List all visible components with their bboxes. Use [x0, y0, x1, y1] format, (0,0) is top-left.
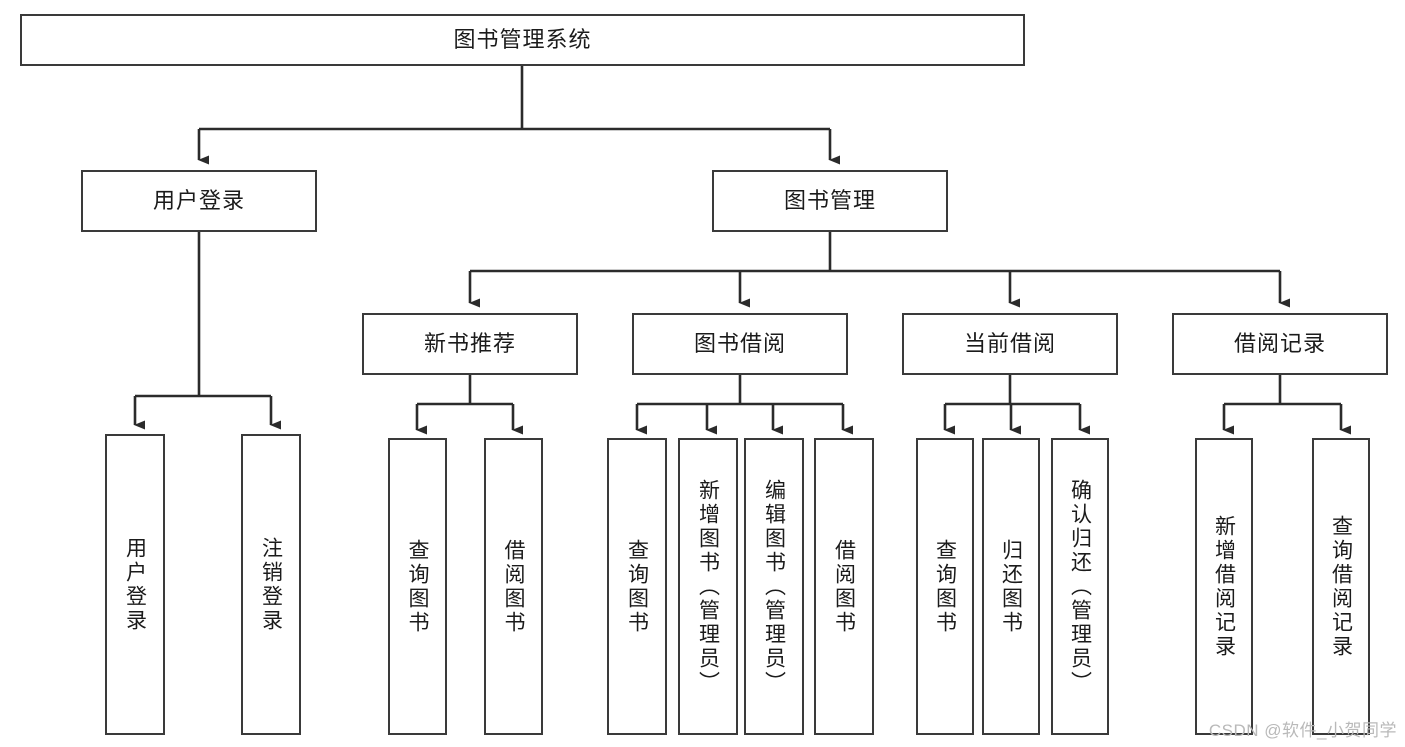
node-leaf-edit-book[interactable]: 编辑图书（管理员） — [744, 438, 804, 735]
node-leaf-confirm-return[interactable]: 确认归还（管理员） — [1051, 438, 1109, 735]
watermark-text: CSDN @软件_小贺同学 — [1208, 721, 1397, 740]
node-borrow-record-label: 借阅记录 — [1233, 330, 1326, 356]
node-leaf-user-logout[interactable]: 注销登录 — [241, 434, 301, 735]
node-root-label: 图书管理系统 — [453, 26, 592, 52]
node-leaf-query-book-2-label: 查询图书 — [625, 538, 649, 635]
node-leaf-borrow-book-1-label: 借阅图书 — [502, 538, 525, 635]
node-leaf-borrow-book-2[interactable]: 借阅图书 — [814, 438, 874, 735]
node-user-login-label: 用户登录 — [152, 187, 245, 213]
node-current-borrow[interactable]: 当前借阅 — [902, 313, 1118, 375]
node-leaf-query-book-3[interactable]: 查询图书 — [916, 438, 974, 735]
node-leaf-return-book-label: 归还图书 — [999, 538, 1023, 635]
node-leaf-query-book-1-label: 查询图书 — [406, 538, 429, 635]
node-leaf-return-book[interactable]: 归还图书 — [982, 438, 1040, 735]
node-book-borrow-label: 图书借阅 — [693, 330, 786, 356]
node-book-manage[interactable]: 图书管理 — [712, 170, 948, 232]
node-leaf-query-record[interactable]: 查询借阅记录 — [1312, 438, 1370, 735]
node-new-book-rec-label: 新书推荐 — [423, 330, 516, 356]
node-leaf-edit-book-label: 编辑图书（管理员） — [762, 478, 786, 695]
node-leaf-add-book[interactable]: 新增图书（管理员） — [678, 438, 738, 735]
node-root[interactable]: 图书管理系统 — [20, 14, 1025, 66]
node-book-manage-label: 图书管理 — [783, 187, 876, 213]
node-leaf-borrow-book-2-label: 借阅图书 — [832, 538, 856, 635]
node-borrow-record[interactable]: 借阅记录 — [1172, 313, 1388, 375]
node-leaf-user-login-label: 用户登录 — [123, 536, 147, 633]
node-user-login[interactable]: 用户登录 — [81, 170, 317, 232]
node-leaf-user-login[interactable]: 用户登录 — [105, 434, 165, 735]
node-leaf-query-record-label: 查询借阅记录 — [1329, 514, 1353, 659]
node-leaf-add-book-label: 新增图书（管理员） — [696, 478, 720, 695]
node-leaf-query-book-2[interactable]: 查询图书 — [607, 438, 667, 735]
node-leaf-confirm-return-label: 确认归还（管理员） — [1068, 478, 1092, 695]
node-current-borrow-label: 当前借阅 — [963, 330, 1056, 356]
node-leaf-query-book-1[interactable]: 查询图书 — [388, 438, 447, 735]
node-leaf-add-record-label: 新增借阅记录 — [1212, 514, 1236, 659]
node-leaf-user-logout-label: 注销登录 — [259, 536, 283, 633]
node-leaf-query-book-3-label: 查询图书 — [933, 538, 957, 635]
node-leaf-borrow-book-1[interactable]: 借阅图书 — [484, 438, 543, 735]
node-leaf-add-record[interactable]: 新增借阅记录 — [1195, 438, 1253, 735]
node-new-book-rec[interactable]: 新书推荐 — [362, 313, 578, 375]
node-book-borrow[interactable]: 图书借阅 — [632, 313, 848, 375]
